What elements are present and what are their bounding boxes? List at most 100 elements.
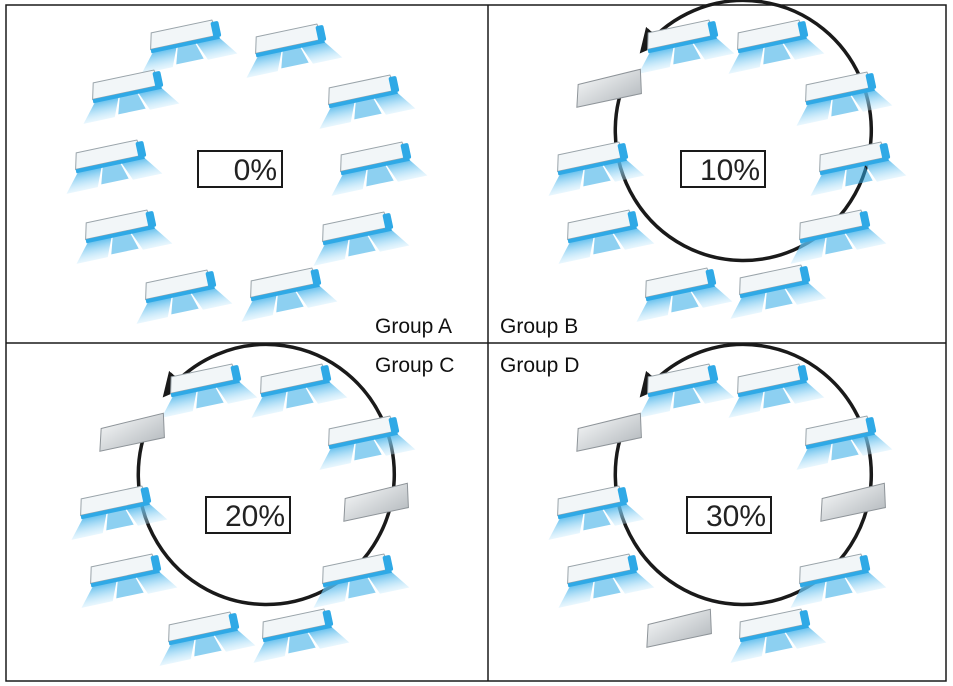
airflow-left bbox=[548, 507, 585, 540]
unit-side-tab bbox=[859, 555, 871, 572]
cassette-air-conditioner-icon bbox=[313, 553, 410, 608]
airflow-left bbox=[558, 231, 595, 264]
unit-front bbox=[739, 623, 809, 643]
cassette-air-conditioner-icon bbox=[790, 553, 887, 608]
cassette-air-conditioner-icon bbox=[66, 139, 163, 194]
cassette-air-conditioner-icon bbox=[638, 363, 735, 418]
unit-front bbox=[805, 430, 875, 450]
percent-box-d: 30% bbox=[686, 496, 772, 534]
cassette-air-conditioner-off-icon bbox=[576, 412, 642, 452]
cassette-air-conditioner-icon bbox=[161, 363, 258, 418]
cassette-air-conditioner-icon bbox=[790, 209, 887, 264]
airflow-left bbox=[730, 630, 767, 663]
cassette-air-conditioner-icon bbox=[313, 211, 410, 266]
cassette-air-conditioner-icon bbox=[331, 141, 428, 196]
cassette-air-conditioner-icon bbox=[636, 267, 733, 322]
unit-off-body bbox=[99, 412, 165, 452]
unit-front bbox=[567, 224, 637, 244]
rotation-arrow-icon bbox=[613, 0, 873, 263]
cassette-air-conditioner-icon bbox=[558, 553, 655, 608]
unit-front bbox=[322, 226, 392, 246]
airflow-left bbox=[810, 163, 847, 196]
unit-side-tab bbox=[400, 143, 412, 160]
cassette-air-conditioner-icon bbox=[246, 23, 343, 78]
unit-side-tab bbox=[152, 71, 164, 88]
cassette-air-conditioner-icon bbox=[76, 209, 173, 264]
unit-front bbox=[647, 34, 717, 54]
airflow-left bbox=[76, 231, 113, 264]
unit-side-tab bbox=[140, 487, 152, 504]
cassette-air-conditioner-icon bbox=[319, 74, 416, 129]
unit-side-tab bbox=[382, 555, 394, 572]
unit-side-tab bbox=[322, 610, 334, 627]
group-b-label: Group B bbox=[500, 315, 579, 338]
unit-front bbox=[170, 378, 240, 398]
unit-side-tab bbox=[145, 211, 157, 228]
airflow-left bbox=[319, 96, 356, 129]
cassette-air-conditioner-icon bbox=[251, 363, 348, 418]
group-d-label: Group D bbox=[500, 354, 580, 377]
airflow-left bbox=[71, 507, 108, 540]
unit-front bbox=[75, 154, 145, 174]
unit-side-tab bbox=[315, 25, 327, 42]
unit-front bbox=[80, 500, 150, 520]
unit-front bbox=[328, 89, 398, 109]
unit-off-body bbox=[576, 68, 642, 108]
unit-front bbox=[255, 38, 325, 58]
cassette-air-conditioner-icon bbox=[241, 267, 338, 322]
airflow-left bbox=[83, 91, 120, 124]
cassette-air-conditioner-icon bbox=[319, 415, 416, 470]
percent-box-c: 20% bbox=[205, 496, 291, 534]
cassette-air-conditioner-icon bbox=[548, 485, 645, 540]
cassette-air-conditioner-icon bbox=[558, 209, 655, 264]
unit-side-tab bbox=[865, 417, 877, 434]
unit-front bbox=[799, 568, 869, 588]
group-c-label: Group C bbox=[375, 354, 455, 377]
unit-front bbox=[737, 378, 807, 398]
panel-b bbox=[548, 0, 907, 322]
airflow-left bbox=[790, 575, 827, 608]
unit-front bbox=[92, 84, 162, 104]
cassette-air-conditioner-off-icon bbox=[646, 608, 712, 648]
unit-side-tab bbox=[210, 21, 222, 38]
cassette-air-conditioner-off-icon bbox=[820, 482, 886, 522]
unit-front bbox=[260, 378, 330, 398]
airflow-left bbox=[331, 163, 368, 196]
unit-side-tab bbox=[228, 613, 240, 630]
unit-side-tab bbox=[627, 555, 639, 572]
unit-front bbox=[250, 282, 320, 302]
airflow-left bbox=[796, 93, 833, 126]
cassette-air-conditioner-off-icon bbox=[99, 412, 165, 452]
unit-front bbox=[645, 282, 715, 302]
panel-c bbox=[71, 342, 416, 666]
unit-side-tab bbox=[797, 365, 809, 382]
cassette-air-conditioner-icon bbox=[728, 363, 825, 418]
airflow-left bbox=[66, 161, 103, 194]
group-a-label: Group A bbox=[375, 315, 453, 338]
cassette-air-conditioner-icon bbox=[796, 415, 893, 470]
cassette-air-conditioner-icon bbox=[730, 264, 827, 319]
unit-front bbox=[150, 34, 220, 54]
unit-side-tab bbox=[705, 269, 717, 286]
panel-d bbox=[548, 342, 893, 663]
unit-front bbox=[647, 378, 717, 398]
airflow-left bbox=[246, 45, 283, 78]
unit-side-tab bbox=[617, 487, 629, 504]
unit-front bbox=[262, 623, 332, 643]
airflow-left bbox=[159, 633, 196, 666]
unit-side-tab bbox=[230, 365, 242, 382]
cassette-air-conditioner-icon bbox=[810, 141, 907, 196]
airflow-left bbox=[728, 41, 765, 74]
airflow-left bbox=[313, 575, 350, 608]
unit-side-tab bbox=[799, 266, 811, 283]
airflow-left bbox=[81, 575, 118, 608]
rotation-arrow-icon bbox=[136, 342, 396, 607]
airflow-left bbox=[558, 575, 595, 608]
unit-front bbox=[557, 156, 627, 176]
unit-side-tab bbox=[859, 211, 871, 228]
unit-front bbox=[819, 156, 889, 176]
cassette-air-conditioner-icon bbox=[136, 269, 233, 324]
unit-front bbox=[739, 279, 809, 299]
cassette-air-conditioner-icon bbox=[81, 553, 178, 608]
cassette-air-conditioner-icon bbox=[159, 611, 256, 666]
